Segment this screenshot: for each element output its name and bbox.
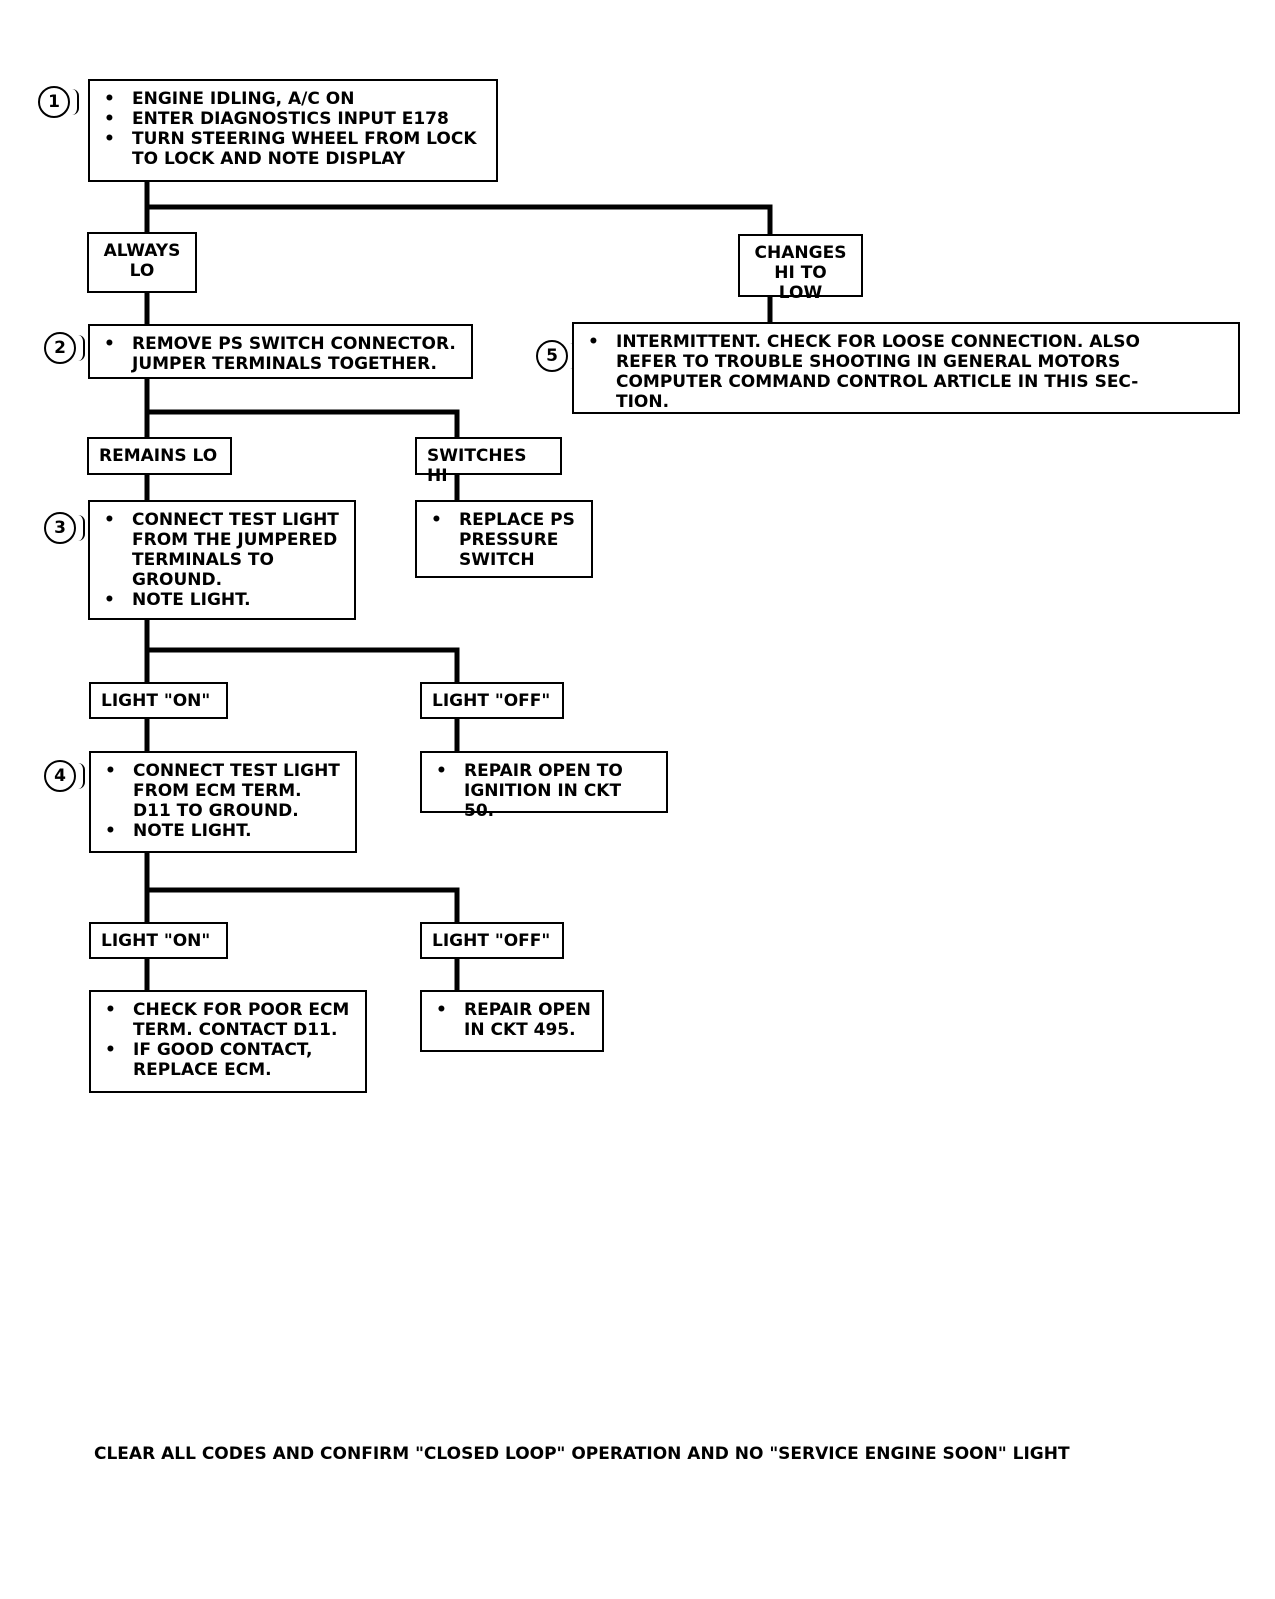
step-1-list: ENGINE IDLING, A/C ON ENTER DIAGNOSTICS … <box>100 89 486 169</box>
step-2-box: REMOVE PS SWITCH CONNECTOR. JUMPER TERMI… <box>88 324 473 379</box>
step-bracket-2 <box>78 335 85 361</box>
step-4-box: CONNECT TEST LIGHT FROM ECM TERM. D11 TO… <box>89 751 357 853</box>
step-1-item: TURN STEERING WHEEL FROM LOCK TO LOCK AN… <box>100 129 486 169</box>
action-item: REPAIR OPEN TO IGNITION IN CKT 50. <box>432 761 656 821</box>
action-check-poor-ecm: CHECK FOR POOR ECM TERM. CONTACT D11. IF… <box>89 990 367 1093</box>
action-repair-open-ckt495: REPAIR OPEN IN CKT 495. <box>420 990 604 1052</box>
step-2-item: REMOVE PS SWITCH CONNECTOR. JUMPER TERMI… <box>100 334 461 374</box>
step-4-item: CONNECT TEST LIGHT FROM ECM TERM. D11 TO… <box>101 761 345 821</box>
outcome-switches-hi: SWITCHES HI <box>415 437 562 486</box>
step-3-box: CONNECT TEST LIGHT FROM THE JUMPERED TER… <box>88 500 356 620</box>
outcome-always-lo: ALWAYS LO <box>87 232 197 293</box>
step-number-1: 1 <box>38 86 70 118</box>
action-item: CHECK FOR POOR ECM TERM. CONTACT D11. <box>101 1000 355 1040</box>
step-3-item: NOTE LIGHT. <box>100 590 344 610</box>
step-4-list: CONNECT TEST LIGHT FROM ECM TERM. D11 TO… <box>101 761 345 841</box>
step-number-4: 4 <box>44 760 76 792</box>
action-item: REPLACE PS PRESSURE SWITCH <box>427 510 581 570</box>
step-2-list: REMOVE PS SWITCH CONNECTOR. JUMPER TERMI… <box>100 334 461 374</box>
action-replace-ps-switch-list: REPLACE PS PRESSURE SWITCH <box>427 510 581 570</box>
step-3-list: CONNECT TEST LIGHT FROM THE JUMPERED TER… <box>100 510 344 610</box>
step-number-2: 2 <box>44 332 76 364</box>
footer-instruction: CLEAR ALL CODES AND CONFIRM "CLOSED LOOP… <box>94 1444 1070 1464</box>
action-item: REPAIR OPEN IN CKT 495. <box>432 1000 592 1040</box>
outcome-changes-hi-to-low: CHANGES HI TO LOW <box>738 234 863 303</box>
outcome-light-off-1: LIGHT "OFF" <box>420 682 564 719</box>
action-repair-open-ckt50: REPAIR OPEN TO IGNITION IN CKT 50. <box>420 751 668 821</box>
step-1-box: ENGINE IDLING, A/C ON ENTER DIAGNOSTICS … <box>88 79 498 182</box>
step-3-item: CONNECT TEST LIGHT FROM THE JUMPERED TER… <box>100 510 344 590</box>
outcome-remains-lo: REMAINS LO <box>87 437 232 475</box>
step-5-box: INTERMITTENT. CHECK FOR LOOSE CONNECTION… <box>572 322 1240 414</box>
action-repair-open-ckt495-list: REPAIR OPEN IN CKT 495. <box>432 1000 592 1040</box>
outcome-light-off-2: LIGHT "OFF" <box>420 922 564 959</box>
step-4-item: NOTE LIGHT. <box>101 821 345 841</box>
outcome-light-on-1: LIGHT "ON" <box>89 682 228 719</box>
step-bracket-1 <box>72 89 79 115</box>
step-5-item: INTERMITTENT. CHECK FOR LOOSE CONNECTION… <box>584 332 1228 412</box>
step-number-5: 5 <box>536 340 568 372</box>
action-repair-open-ckt50-list: REPAIR OPEN TO IGNITION IN CKT 50. <box>432 761 656 821</box>
action-check-poor-ecm-list: CHECK FOR POOR ECM TERM. CONTACT D11. IF… <box>101 1000 355 1080</box>
step-1-item: ENGINE IDLING, A/C ON <box>100 89 486 109</box>
step-1-item: ENTER DIAGNOSTICS INPUT E178 <box>100 109 486 129</box>
step-5-list: INTERMITTENT. CHECK FOR LOOSE CONNECTION… <box>584 332 1228 412</box>
step-bracket-3 <box>78 515 85 541</box>
step-number-3: 3 <box>44 512 76 544</box>
action-replace-ps-switch: REPLACE PS PRESSURE SWITCH <box>415 500 593 578</box>
outcome-light-on-2: LIGHT "ON" <box>89 922 228 959</box>
action-item: IF GOOD CONTACT, REPLACE ECM. <box>101 1040 355 1080</box>
step-bracket-4 <box>78 763 85 789</box>
